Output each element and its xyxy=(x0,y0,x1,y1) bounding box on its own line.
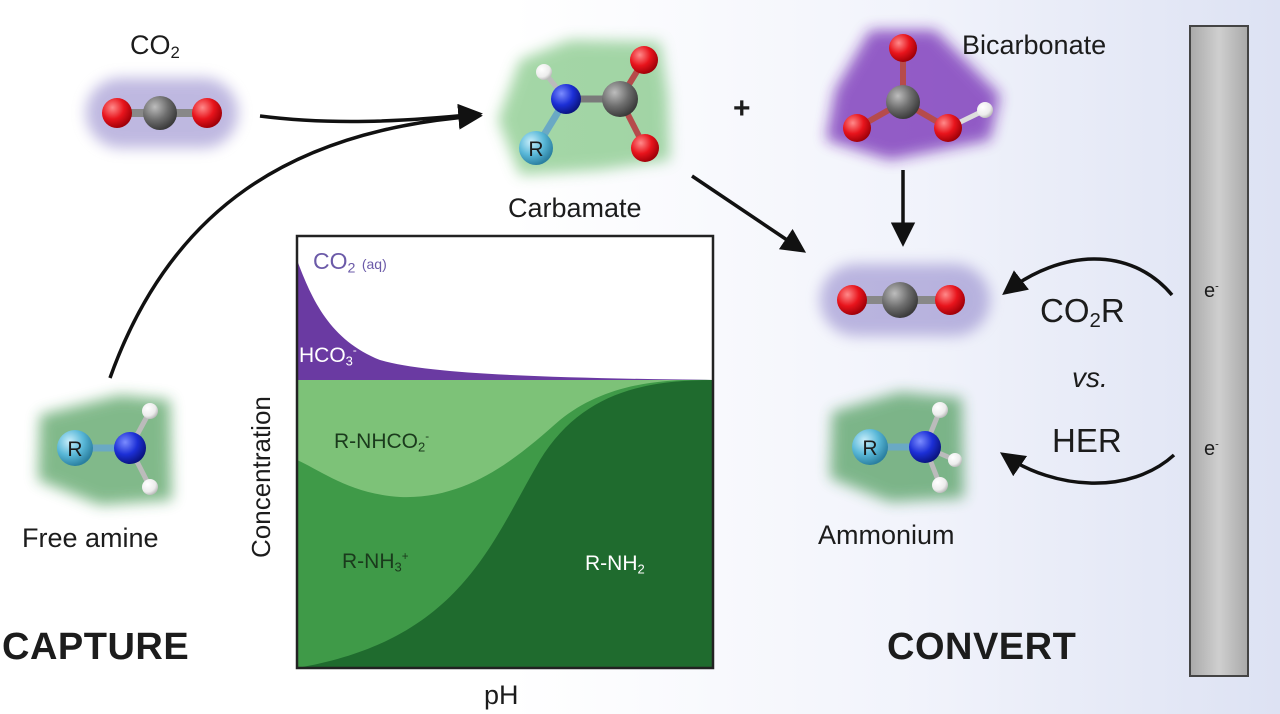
nitrogen-atom xyxy=(551,84,581,114)
hydrogen-atom xyxy=(536,64,552,80)
oxygen-atom xyxy=(935,285,965,315)
region-carbamate xyxy=(297,379,713,498)
chart-frame xyxy=(295,234,715,670)
electrode xyxy=(1189,25,1249,677)
electron-label-top: e- xyxy=(1204,280,1219,302)
oxygen-atom xyxy=(934,114,962,142)
co2-top-label: CO2 xyxy=(130,30,180,63)
speciation-chart xyxy=(295,234,715,670)
hydrogen-atom xyxy=(932,477,948,493)
arrow-her xyxy=(999,452,1176,485)
chart-x-axis-label: pH xyxy=(484,680,519,710)
carbamate-molecule: R xyxy=(519,46,659,165)
plus-sign: + xyxy=(733,92,751,125)
bicarbonate-label: Bicarbonate xyxy=(962,30,1107,60)
ammonium-r-label: R xyxy=(862,437,877,460)
r-group-atom xyxy=(519,131,553,165)
arrow-carbamate-to-co2 xyxy=(691,174,807,253)
chart-label-hco3: HCO3- xyxy=(299,344,357,369)
electron-label-bottom: e- xyxy=(1204,438,1219,460)
carbamate-label: Carbamate xyxy=(508,193,642,223)
chart-y-axis-label: Concentration xyxy=(246,396,276,558)
hydrogen-atom xyxy=(932,402,948,418)
arrow-co2-to-carbamate xyxy=(259,103,483,129)
carbon-atom xyxy=(886,85,920,119)
bicarbonate-molecule xyxy=(843,34,993,142)
oxygen-atom xyxy=(889,34,917,62)
carbamate-r-label: R xyxy=(528,138,543,161)
free-amine-label: Free amine xyxy=(22,523,159,553)
oxygen-atom xyxy=(630,46,658,74)
hydrogen-atom xyxy=(977,102,993,118)
carbon-atom xyxy=(602,81,638,117)
r-group-atom xyxy=(852,429,888,465)
chart-label-co2aq: CO2 (aq) xyxy=(313,248,387,277)
vs-label: vs. xyxy=(1072,362,1108,393)
co2r-label: CO2R xyxy=(1040,292,1125,333)
hydrogen-atom xyxy=(142,403,158,419)
ammonium-label: Ammonium xyxy=(818,520,955,550)
arrow-co2r xyxy=(1002,257,1174,297)
hydrogen-atom xyxy=(948,453,962,467)
oxygen-atom xyxy=(843,114,871,142)
r-group-atom xyxy=(57,430,93,466)
free-amine-molecule: R xyxy=(57,403,158,495)
nitrogen-atom xyxy=(114,432,146,464)
ammonium-molecule: R xyxy=(852,402,962,493)
hydrogen-atom xyxy=(142,479,158,495)
chart-label-amine: R-NH2 xyxy=(585,552,645,577)
chart-label-carbamate: R-NHCO2- xyxy=(334,430,430,455)
carbon-atom xyxy=(882,282,918,318)
free-amine-r-label: R xyxy=(67,438,82,461)
co2-molecule-product xyxy=(837,282,965,318)
arrow-amine-to-carbamate xyxy=(108,105,483,379)
capture-heading: CAPTURE xyxy=(2,626,190,668)
oxygen-atom xyxy=(631,134,659,162)
oxygen-atom xyxy=(102,98,132,128)
co2-molecule-top xyxy=(102,96,222,130)
region-co2-bicarbonate xyxy=(297,260,713,380)
nitrogen-atom xyxy=(909,431,941,463)
oxygen-atom xyxy=(837,285,867,315)
arrows xyxy=(108,103,1176,485)
chart-label-ammonium: R-NH3+ xyxy=(342,550,409,575)
carbon-atom xyxy=(143,96,177,130)
oxygen-atom xyxy=(192,98,222,128)
her-label: HER xyxy=(1052,422,1122,459)
convert-heading: CONVERT xyxy=(887,626,1077,668)
